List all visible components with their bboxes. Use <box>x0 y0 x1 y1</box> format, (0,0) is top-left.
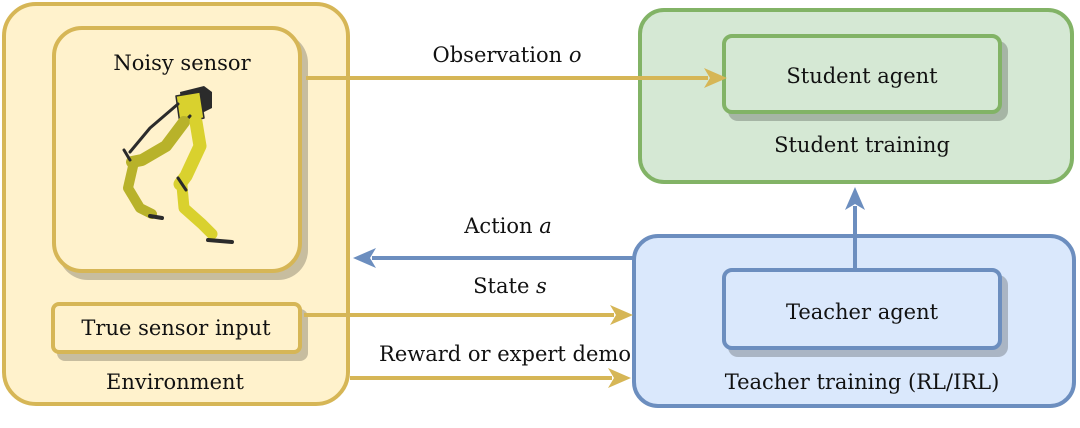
state-arrow <box>304 305 633 325</box>
true-sensor-input-label: True sensor input <box>81 316 271 340</box>
observation-symbol: o <box>568 43 582 67</box>
environment-label: Environment <box>106 370 244 394</box>
action-symbol: a <box>539 214 552 238</box>
observation-arrow <box>306 68 727 88</box>
observation-label: Observation o <box>432 43 582 67</box>
reward-label: Reward or expert demo <box>379 342 631 366</box>
student-agent-box <box>722 34 1002 114</box>
teacher-training-label: Teacher training (RL/IRL) <box>724 370 1000 394</box>
action-label: Action a <box>464 214 552 238</box>
noisy-sensor-label: Noisy sensor <box>113 51 251 75</box>
teacher-agent-box <box>722 268 1002 350</box>
teacher-to-student-arrow <box>845 187 865 268</box>
student-agent-label: Student agent <box>786 64 938 88</box>
student-training-label: Student training <box>774 133 950 157</box>
state-symbol: s <box>536 274 547 298</box>
teacher-agent-label: Teacher agent <box>785 300 939 324</box>
bipedal-robot-icon <box>122 86 234 244</box>
action-arrow <box>353 248 634 268</box>
true-sensor-input-box <box>51 302 302 354</box>
state-label: State s <box>473 274 547 298</box>
reward-arrow <box>350 368 631 388</box>
noisy-sensor-box <box>52 26 302 273</box>
